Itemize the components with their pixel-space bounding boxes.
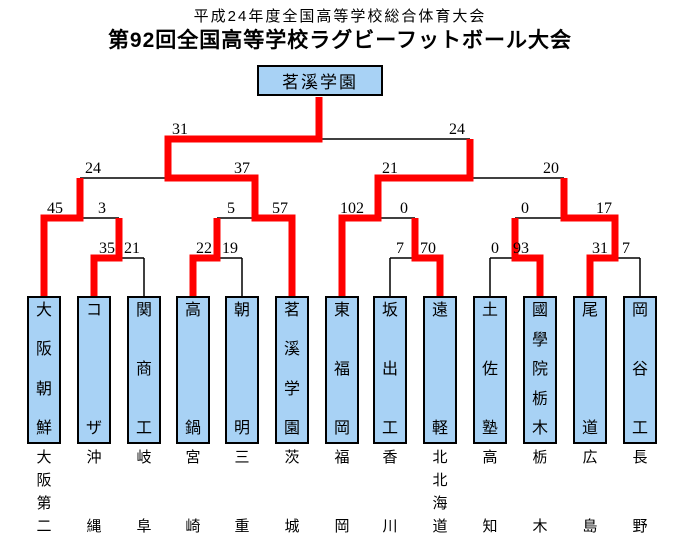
- team-box: 茗溪学園: [275, 296, 309, 444]
- prefecture-label: 三重: [234, 450, 250, 535]
- event-title: 平成24年度全国高等学校総合体育大会: [193, 8, 487, 25]
- score-r1a-left: 35: [99, 240, 115, 257]
- score-r1c-right: 70: [420, 240, 436, 257]
- score-r1b-left: 22: [196, 240, 212, 257]
- score-qf2-left: 5: [227, 200, 235, 217]
- prefecture-label: 茨城: [284, 450, 300, 535]
- prefecture-label: 長野: [632, 450, 648, 535]
- champion-box: 茗溪学園: [257, 65, 383, 96]
- score-qf3-right: 0: [400, 200, 408, 217]
- score-r1a-right: 21: [124, 240, 140, 257]
- score-r1d-left: 0: [491, 240, 499, 257]
- team-box: 朝明: [225, 296, 259, 444]
- champion-name: 茗溪学園: [282, 73, 358, 92]
- team-box: 岡谷工: [623, 296, 657, 444]
- score-qf1-right: 3: [98, 200, 106, 217]
- team-box: 大阪朝鮮: [27, 296, 61, 444]
- team-box: 関商工: [127, 296, 161, 444]
- team-box: 高鍋: [176, 296, 210, 444]
- team-box: 國學院栃木: [523, 296, 557, 444]
- score-final-right: 24: [449, 121, 465, 138]
- score-sf1-right: 37: [234, 160, 250, 177]
- prefecture-label: 北北海道: [432, 450, 448, 535]
- prefecture-label: 高知: [482, 450, 498, 535]
- prefecture-label: 岐阜: [136, 450, 152, 535]
- prefecture-label: 香川: [382, 450, 398, 535]
- score-qf2-right: 57: [272, 200, 288, 217]
- score-sf2-left: 21: [382, 160, 398, 177]
- prefecture-label: 福岡: [334, 450, 350, 535]
- tournament-title: 第92回全国高等学校ラグビーフットボール大会: [107, 29, 573, 52]
- prefecture-label: 宮崎: [185, 450, 201, 535]
- team-box: 遠軽: [423, 296, 457, 444]
- team-box: コザ: [77, 296, 111, 444]
- score-qf1-left: 45: [47, 200, 63, 217]
- prefecture-label: 栃木: [532, 450, 548, 535]
- score-r1c-left: 7: [396, 240, 404, 257]
- team-box: 坂出工: [373, 296, 407, 444]
- score-r1e-right: 7: [622, 240, 630, 257]
- score-r1b-right: 19: [222, 240, 238, 257]
- score-r1d-right: 93: [513, 240, 529, 257]
- score-final-left: 31: [172, 121, 188, 138]
- score-sf2-right: 20: [543, 160, 559, 177]
- score-qf3-left: 102: [340, 200, 364, 217]
- score-qf4-right: 17: [596, 200, 612, 217]
- score-sf1-left: 24: [85, 160, 101, 177]
- prefecture-label: 大阪第二: [36, 450, 52, 535]
- prefecture-label: 広島: [582, 450, 598, 535]
- score-r1e-left: 31: [592, 240, 608, 257]
- score-qf4-left: 0: [521, 200, 529, 217]
- team-box: 東福岡: [325, 296, 359, 444]
- prefecture-label: 沖縄: [86, 450, 102, 535]
- team-box: 土佐塾: [473, 296, 507, 444]
- team-box: 尾道: [573, 296, 607, 444]
